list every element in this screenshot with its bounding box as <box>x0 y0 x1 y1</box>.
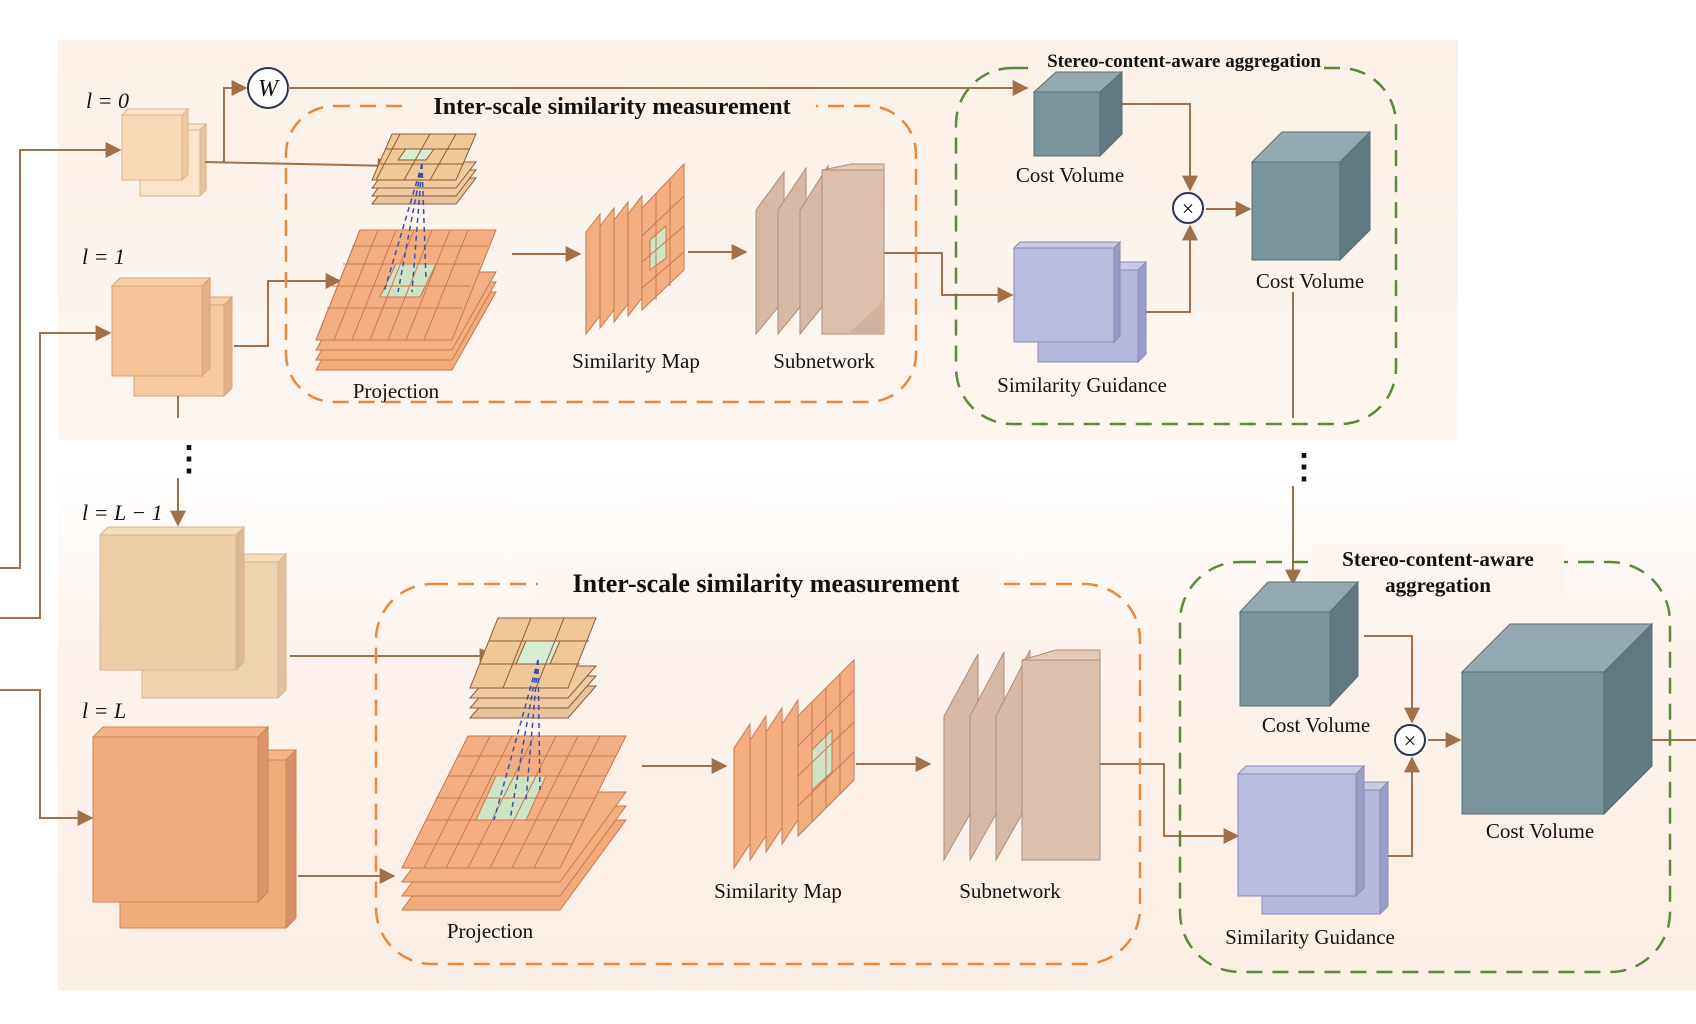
top-subnetwork-label: Subnetwork <box>773 349 875 373</box>
bottom-cost-volume-out-label: Cost Volume <box>1486 819 1594 843</box>
bottom-projection-label: Projection <box>447 919 534 943</box>
bottom-subnetwork-label: Subnetwork <box>959 879 1061 903</box>
bottom-aggregation-title-line1: Stereo-content-aware <box>1342 547 1534 571</box>
top-multiply-node <box>1172 192 1204 224</box>
aggregation-ellipsis: ⋮ <box>1287 449 1321 486</box>
top-similarity-map <box>585 162 685 336</box>
bottom-cost-volume-out <box>1460 622 1654 816</box>
bottom-multiply-node <box>1394 724 1426 756</box>
bottom-aggregation-title-line2: aggregation <box>1385 573 1491 597</box>
top-projection-large-grid <box>315 229 497 371</box>
top-projection-label: Projection <box>353 379 440 403</box>
bottom-connectors <box>290 635 1696 884</box>
bottom-projection-rays <box>493 659 541 821</box>
bottom-module-title-bg <box>538 568 998 598</box>
top-projection-rays <box>383 163 427 293</box>
top-similarity-guidance-label: Similarity Guidance <box>997 373 1167 397</box>
bottom-cost-volume-in <box>1238 580 1360 708</box>
bottom-projection-large-grid <box>401 735 627 911</box>
feature-map-lL1 <box>98 525 288 700</box>
scale-ellipsis: ⋮ <box>172 441 206 478</box>
scale-label-l0: l = 0 <box>86 88 129 113</box>
bottom-similarity-map-label: Similarity Map <box>714 879 842 903</box>
feature-map-lL <box>91 725 298 930</box>
top-subnetwork <box>755 162 885 336</box>
top-similarity-map-label: Similarity Map <box>572 349 700 373</box>
bottom-projection-small-grid <box>468 617 598 719</box>
top-module-title: Inter-scale similarity measurement <box>433 94 790 120</box>
bottom-module-title: Inter-scale similarity measurement <box>572 569 959 598</box>
input-connectors <box>0 142 122 826</box>
feature-map-l1 <box>110 276 234 398</box>
top-cost-volume-in <box>1032 70 1124 158</box>
top-module-title-bg <box>408 92 816 118</box>
top-cost-volume-in-label: Cost Volume <box>1016 163 1124 187</box>
bottom-subnetwork <box>943 649 1101 862</box>
top-projection-small-grid <box>370 133 478 205</box>
bottom-multiply-symbol: × <box>1404 728 1416 753</box>
bottom-cost-volume-in-label: Cost Volume <box>1262 713 1370 737</box>
top-connectors <box>170 80 1301 586</box>
scale-label-lL: l = L <box>82 698 126 723</box>
bottom-similarity-guidance-label: Similarity Guidance <box>1225 925 1395 949</box>
scale-label-l1: l = 1 <box>82 244 125 269</box>
scale-label-lL1: l = L − 1 <box>82 500 163 525</box>
weight-symbol: W <box>258 76 280 102</box>
top-similarity-guidance <box>1012 240 1148 364</box>
bottom-similarity-guidance <box>1236 764 1390 916</box>
top-aggregation-title: Stereo-content-aware aggregation <box>1047 51 1321 72</box>
bottom-similarity-map <box>733 658 855 870</box>
top-cost-volume-out-label: Cost Volume <box>1256 269 1364 293</box>
top-cost-volume-out <box>1250 130 1372 262</box>
feature-map-l0 <box>120 107 208 198</box>
top-multiply-symbol: × <box>1182 196 1194 221</box>
top-aggregation-title-bg <box>1028 48 1324 72</box>
